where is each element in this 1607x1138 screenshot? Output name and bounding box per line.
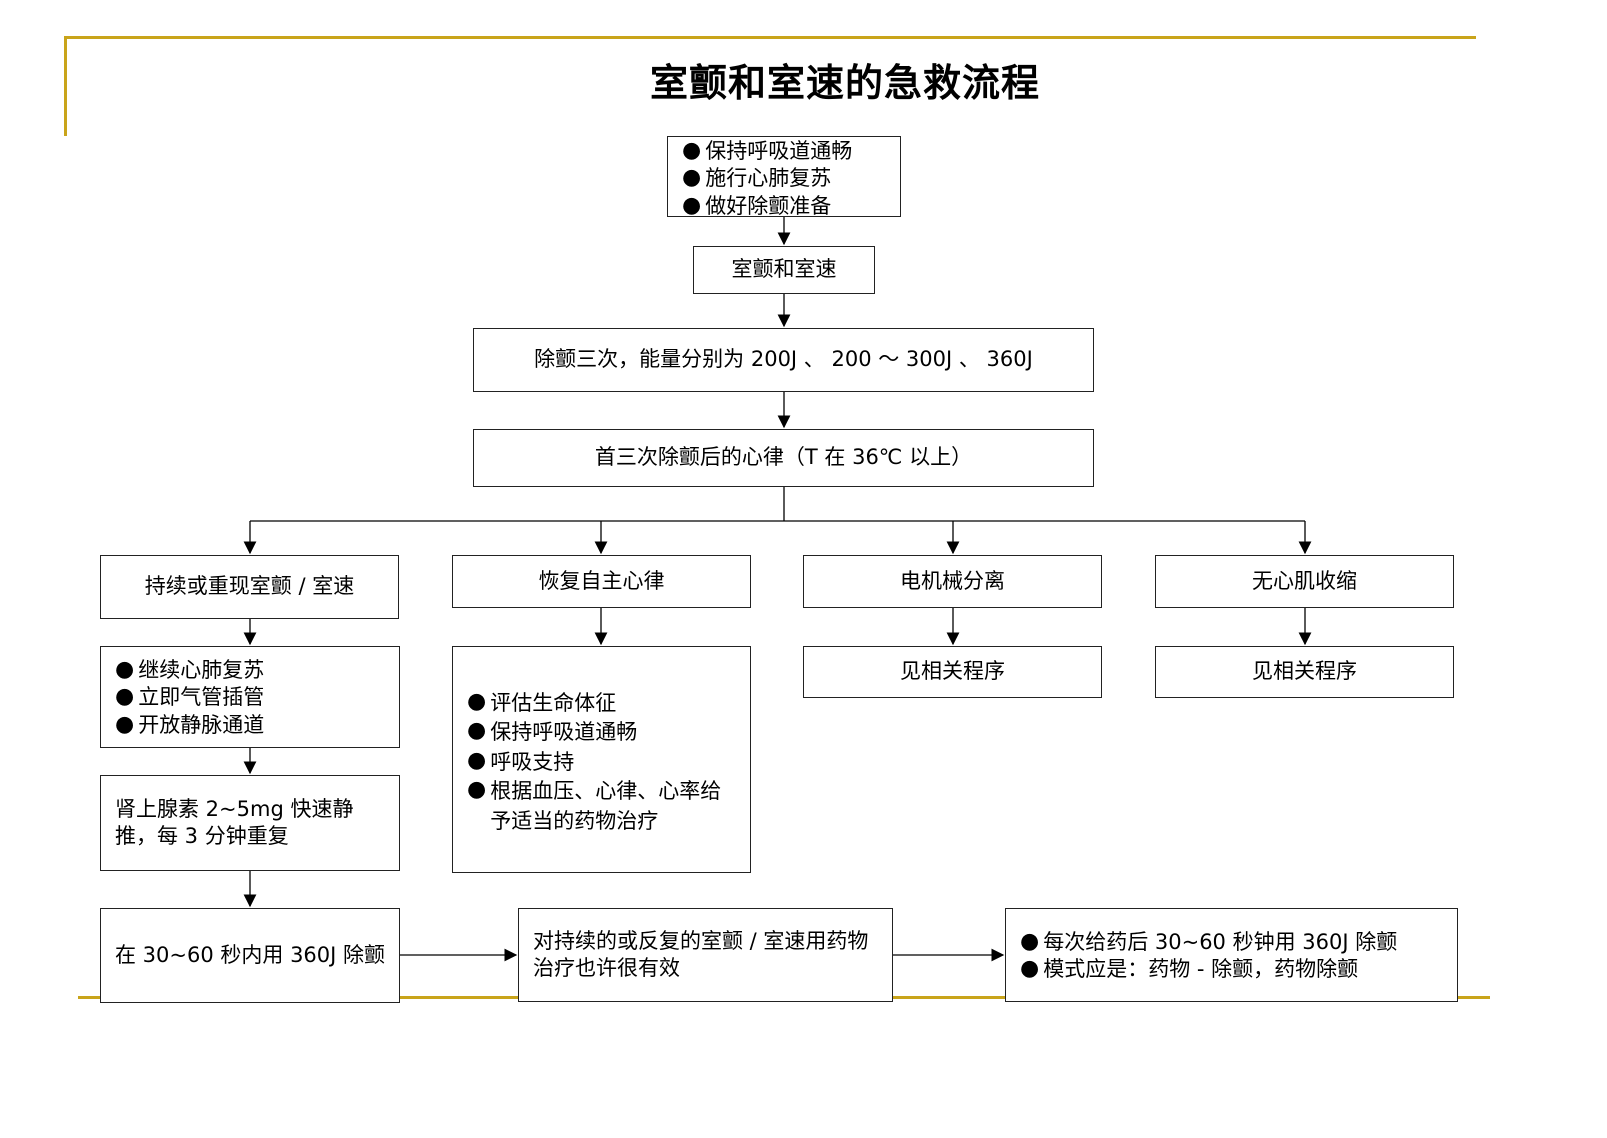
branch-persistent-box: 持续或重现室颤 / 室速 xyxy=(100,555,399,619)
branch-asystole-box: 无心肌收缩 xyxy=(1155,555,1454,608)
epinephrine-text: 肾上腺素 2~5mg 快速静推，每 3 分钟重复 xyxy=(115,796,354,848)
list-item: ●保持呼吸道通畅 xyxy=(467,718,638,745)
rhythm-after-box: 首三次除颤后的心律（T 在 36℃ 以上） xyxy=(473,429,1094,487)
list-item: ●评估生命体征 xyxy=(467,689,617,715)
recovery-actions-list: ●评估生命体征 ●保持呼吸道通畅 ●呼吸支持 ●根据血压、心律、心率给予适当的药… xyxy=(467,689,740,836)
recovery-actions-box: ●评估生命体征 ●保持呼吸道通畅 ●呼吸支持 ●根据血压、心律、心率给予适当的药… xyxy=(452,646,751,873)
persistent-actions-box: ●继续心肺复苏 ●立即气管插管 ●开放静脉通道 xyxy=(100,646,400,748)
branch-pea-box: 电机械分离 xyxy=(803,555,1102,608)
list-item: ●模式应是：药物 - 除颤，药物除颤 xyxy=(1020,956,1359,982)
initial-actions-list: ●保持呼吸道通畅 ●施行心肺复苏 ●做好除颤准备 xyxy=(682,138,900,220)
list-item: ●开放静脉通道 xyxy=(115,711,265,737)
defib-360-box: 在 30~60 秒内用 360J 除颤 xyxy=(100,908,400,1003)
left-accent-rule xyxy=(64,36,67,136)
drug-therapy-text: 对持续的或反复的室颤 / 室速用药物治疗也许很有效 xyxy=(533,928,869,980)
vf-vt-box: 室颤和室速 xyxy=(693,246,875,294)
pea-next-box: 见相关程序 xyxy=(803,646,1102,698)
persistent-actions-list: ●继续心肺复苏 ●立即气管插管 ●开放静脉通道 xyxy=(115,657,399,739)
page-title: 室颤和室速的急救流程 xyxy=(649,61,1040,105)
list-item: ●每次给药后 30~60 秒钟用 360J 除颤 xyxy=(1020,929,1398,954)
list-item: ●呼吸支持 xyxy=(467,747,575,774)
branch-recovery-box: 恢复自主心律 xyxy=(452,555,751,608)
list-item: ●继续心肺复苏 xyxy=(115,657,265,682)
defib-360-text: 在 30~60 秒内用 360J 除颤 xyxy=(115,942,386,967)
drug-defib-mode-box: ●每次给药后 30~60 秒钟用 360J 除颤 ●模式应是：药物 - 除颤，药… xyxy=(1005,908,1458,1002)
list-item: ●根据血压、心律、心率给予适当的药物治疗 xyxy=(467,777,722,833)
epinephrine-box: 肾上腺素 2~5mg 快速静推，每 3 分钟重复 xyxy=(100,775,400,871)
list-item: ●做好除颤准备 xyxy=(682,192,832,218)
top-accent-rule xyxy=(64,36,1476,39)
drug-defib-mode-list: ●每次给药后 30~60 秒钟用 360J 除颤 ●模式应是：药物 - 除颤，药… xyxy=(1020,929,1457,984)
list-item: ●立即气管插管 xyxy=(115,684,265,710)
initial-actions-box: ●保持呼吸道通畅 ●施行心肺复苏 ●做好除颤准备 xyxy=(667,136,901,220)
list-item: ●保持呼吸道通畅 xyxy=(682,138,853,163)
drug-therapy-box: 对持续的或反复的室颤 / 室速用药物治疗也许很有效 xyxy=(518,908,893,1002)
list-item: ●施行心肺复苏 xyxy=(682,165,832,191)
defib-three-box: 除颤三次，能量分别为 200J 、 200 ～ 300J 、 360J xyxy=(473,328,1094,392)
asystole-next-box: 见相关程序 xyxy=(1155,646,1454,698)
